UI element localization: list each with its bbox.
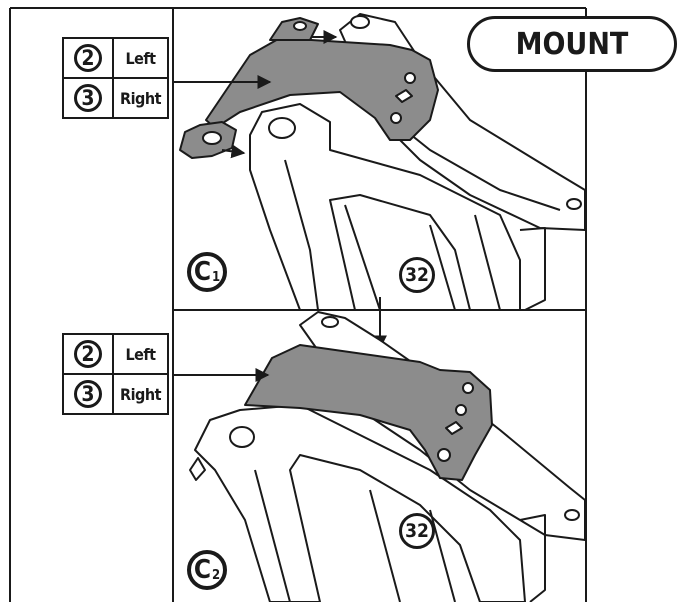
part-callout-c2: 32 xyxy=(399,513,435,549)
part-label-row-left: 2 Left xyxy=(64,335,167,373)
part-number-badge: 2 xyxy=(74,340,102,368)
part-label-table-c1: 2 Left 3 Right xyxy=(62,37,169,119)
part-label-row-left: 2 Left xyxy=(64,39,167,77)
mount-badge: MOUNT xyxy=(467,16,677,72)
panel-c2-frame xyxy=(189,311,586,602)
part-number-badge: 2 xyxy=(74,44,102,72)
step-letter: C xyxy=(193,555,212,585)
part-label-row-right: 3 Right xyxy=(64,373,167,413)
step-index: 1 xyxy=(212,269,221,285)
part-callout-c1: 32 xyxy=(399,257,435,293)
part-label-table-c2: 2 Left 3 Right xyxy=(62,333,169,415)
step-letter: C xyxy=(193,257,212,287)
side-label: Right xyxy=(120,384,161,404)
side-label: Left xyxy=(125,48,156,68)
part-label-row-right: 3 Right xyxy=(64,77,167,117)
part-number-badge: 3 xyxy=(74,84,102,112)
step-index: 2 xyxy=(212,567,221,583)
side-label: Left xyxy=(125,344,156,364)
side-label: Right xyxy=(120,88,161,108)
bracket-c2 xyxy=(244,344,493,481)
bracket-c1 xyxy=(179,17,439,159)
part-number-badge: 3 xyxy=(74,380,102,408)
